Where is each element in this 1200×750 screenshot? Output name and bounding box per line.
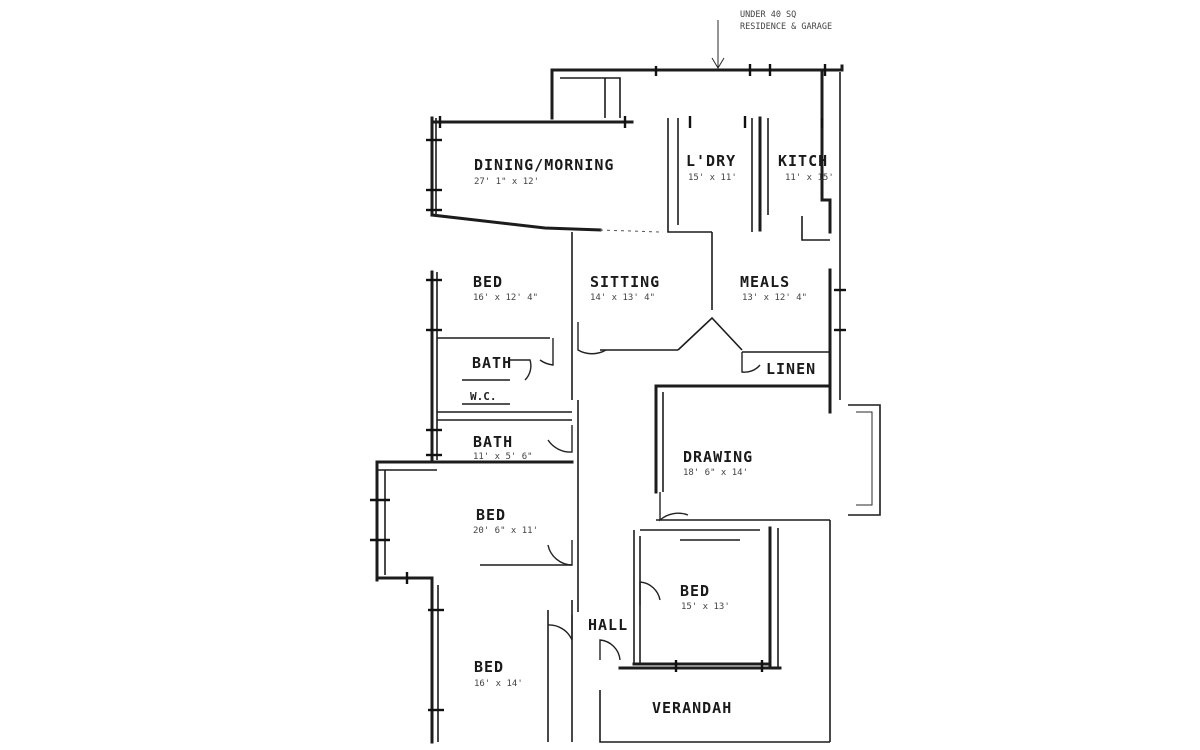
note-line-2: RESIDENCE & GARAGE	[740, 22, 832, 32]
bed3-dimensions: 15' x 13'	[681, 602, 730, 612]
verandah-label: VERANDAH	[652, 699, 732, 717]
bed1-label: BED	[473, 273, 503, 291]
bed2-label: BED	[476, 506, 506, 524]
drawing-room-label: DRAWING	[683, 448, 753, 466]
bath2-dimensions: 11' x 5' 6"	[473, 452, 533, 462]
laundry-label: L'DRY	[686, 152, 736, 170]
bed4-label: BED	[474, 658, 504, 676]
bed3-label: BED	[680, 582, 710, 600]
bath2-label: BATH	[473, 433, 513, 451]
note-arrow-icon	[711, 20, 725, 69]
door-arc-icon	[577, 322, 607, 355]
bed2-dimensions: 20' 6" x 11'	[473, 526, 538, 536]
window-marks	[370, 64, 846, 712]
meals-label: MEALS	[740, 273, 790, 291]
room-labels: DINING/MORNING 27' 1" x 12' L'DRY 15' x …	[470, 152, 834, 717]
dining-room-label: DINING/MORNING	[474, 156, 614, 174]
drawing-room-dimensions: 18' 6" x 14'	[683, 468, 748, 478]
kitchen-dimensions: 11' x 15'	[785, 173, 834, 183]
bed4-dimensions: 16' x 14'	[474, 679, 523, 689]
sitting-room-dimensions: 14' x 13' 4"	[590, 293, 655, 303]
kitchen-label: KITCH	[778, 152, 828, 170]
doors	[510, 322, 761, 661]
linen-label: LINEN	[766, 360, 816, 378]
top-note: UNDER 40 SQ RESIDENCE & GARAGE	[711, 10, 832, 69]
note-line-1: UNDER 40 SQ	[740, 10, 796, 20]
laundry-dimensions: 15' x 11'	[688, 173, 737, 183]
bed1-dimensions: 16' x 12' 4"	[473, 293, 538, 303]
meals-dimensions: 13' x 12' 4"	[742, 293, 807, 303]
wc-label: W.C.	[470, 390, 497, 403]
sitting-room-label: SITTING	[590, 273, 660, 291]
hall-label: HALL	[588, 616, 628, 634]
dining-room-dimensions: 27' 1" x 12'	[474, 177, 539, 187]
bath1-label: BATH	[472, 354, 512, 372]
